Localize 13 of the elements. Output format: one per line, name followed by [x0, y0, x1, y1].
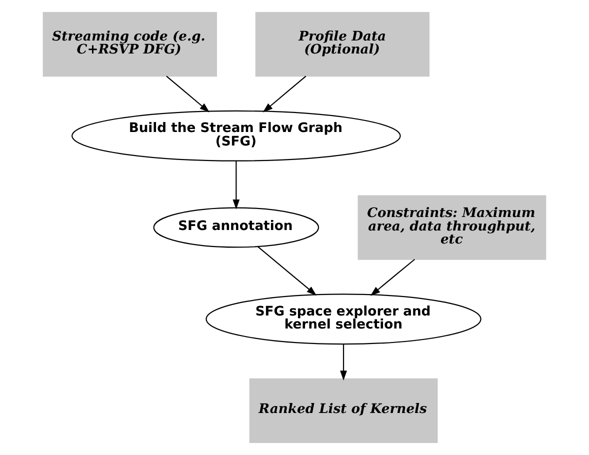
arrow	[340, 344, 347, 380]
arrow	[232, 160, 240, 210]
node-ellipse: SFG space explorer and kernel selection	[206, 294, 482, 345]
arrow	[262, 76, 306, 112]
node-ellipse: SFG annotation	[153, 207, 320, 248]
node-box: Ranked List of Kernels	[249, 378, 438, 444]
node-box: Profile Data (Optional)	[255, 12, 430, 77]
arrow	[370, 258, 415, 296]
arrow	[166, 76, 210, 112]
arrow	[258, 246, 317, 296]
node-ellipse: Build the Stream Flow Graph (SFG)	[72, 110, 401, 162]
node-box: Streaming code (e.g. C+RSVP DFG)	[42, 12, 217, 77]
node-box: Constraints: Maximum area, data throughput, etc	[358, 195, 546, 260]
